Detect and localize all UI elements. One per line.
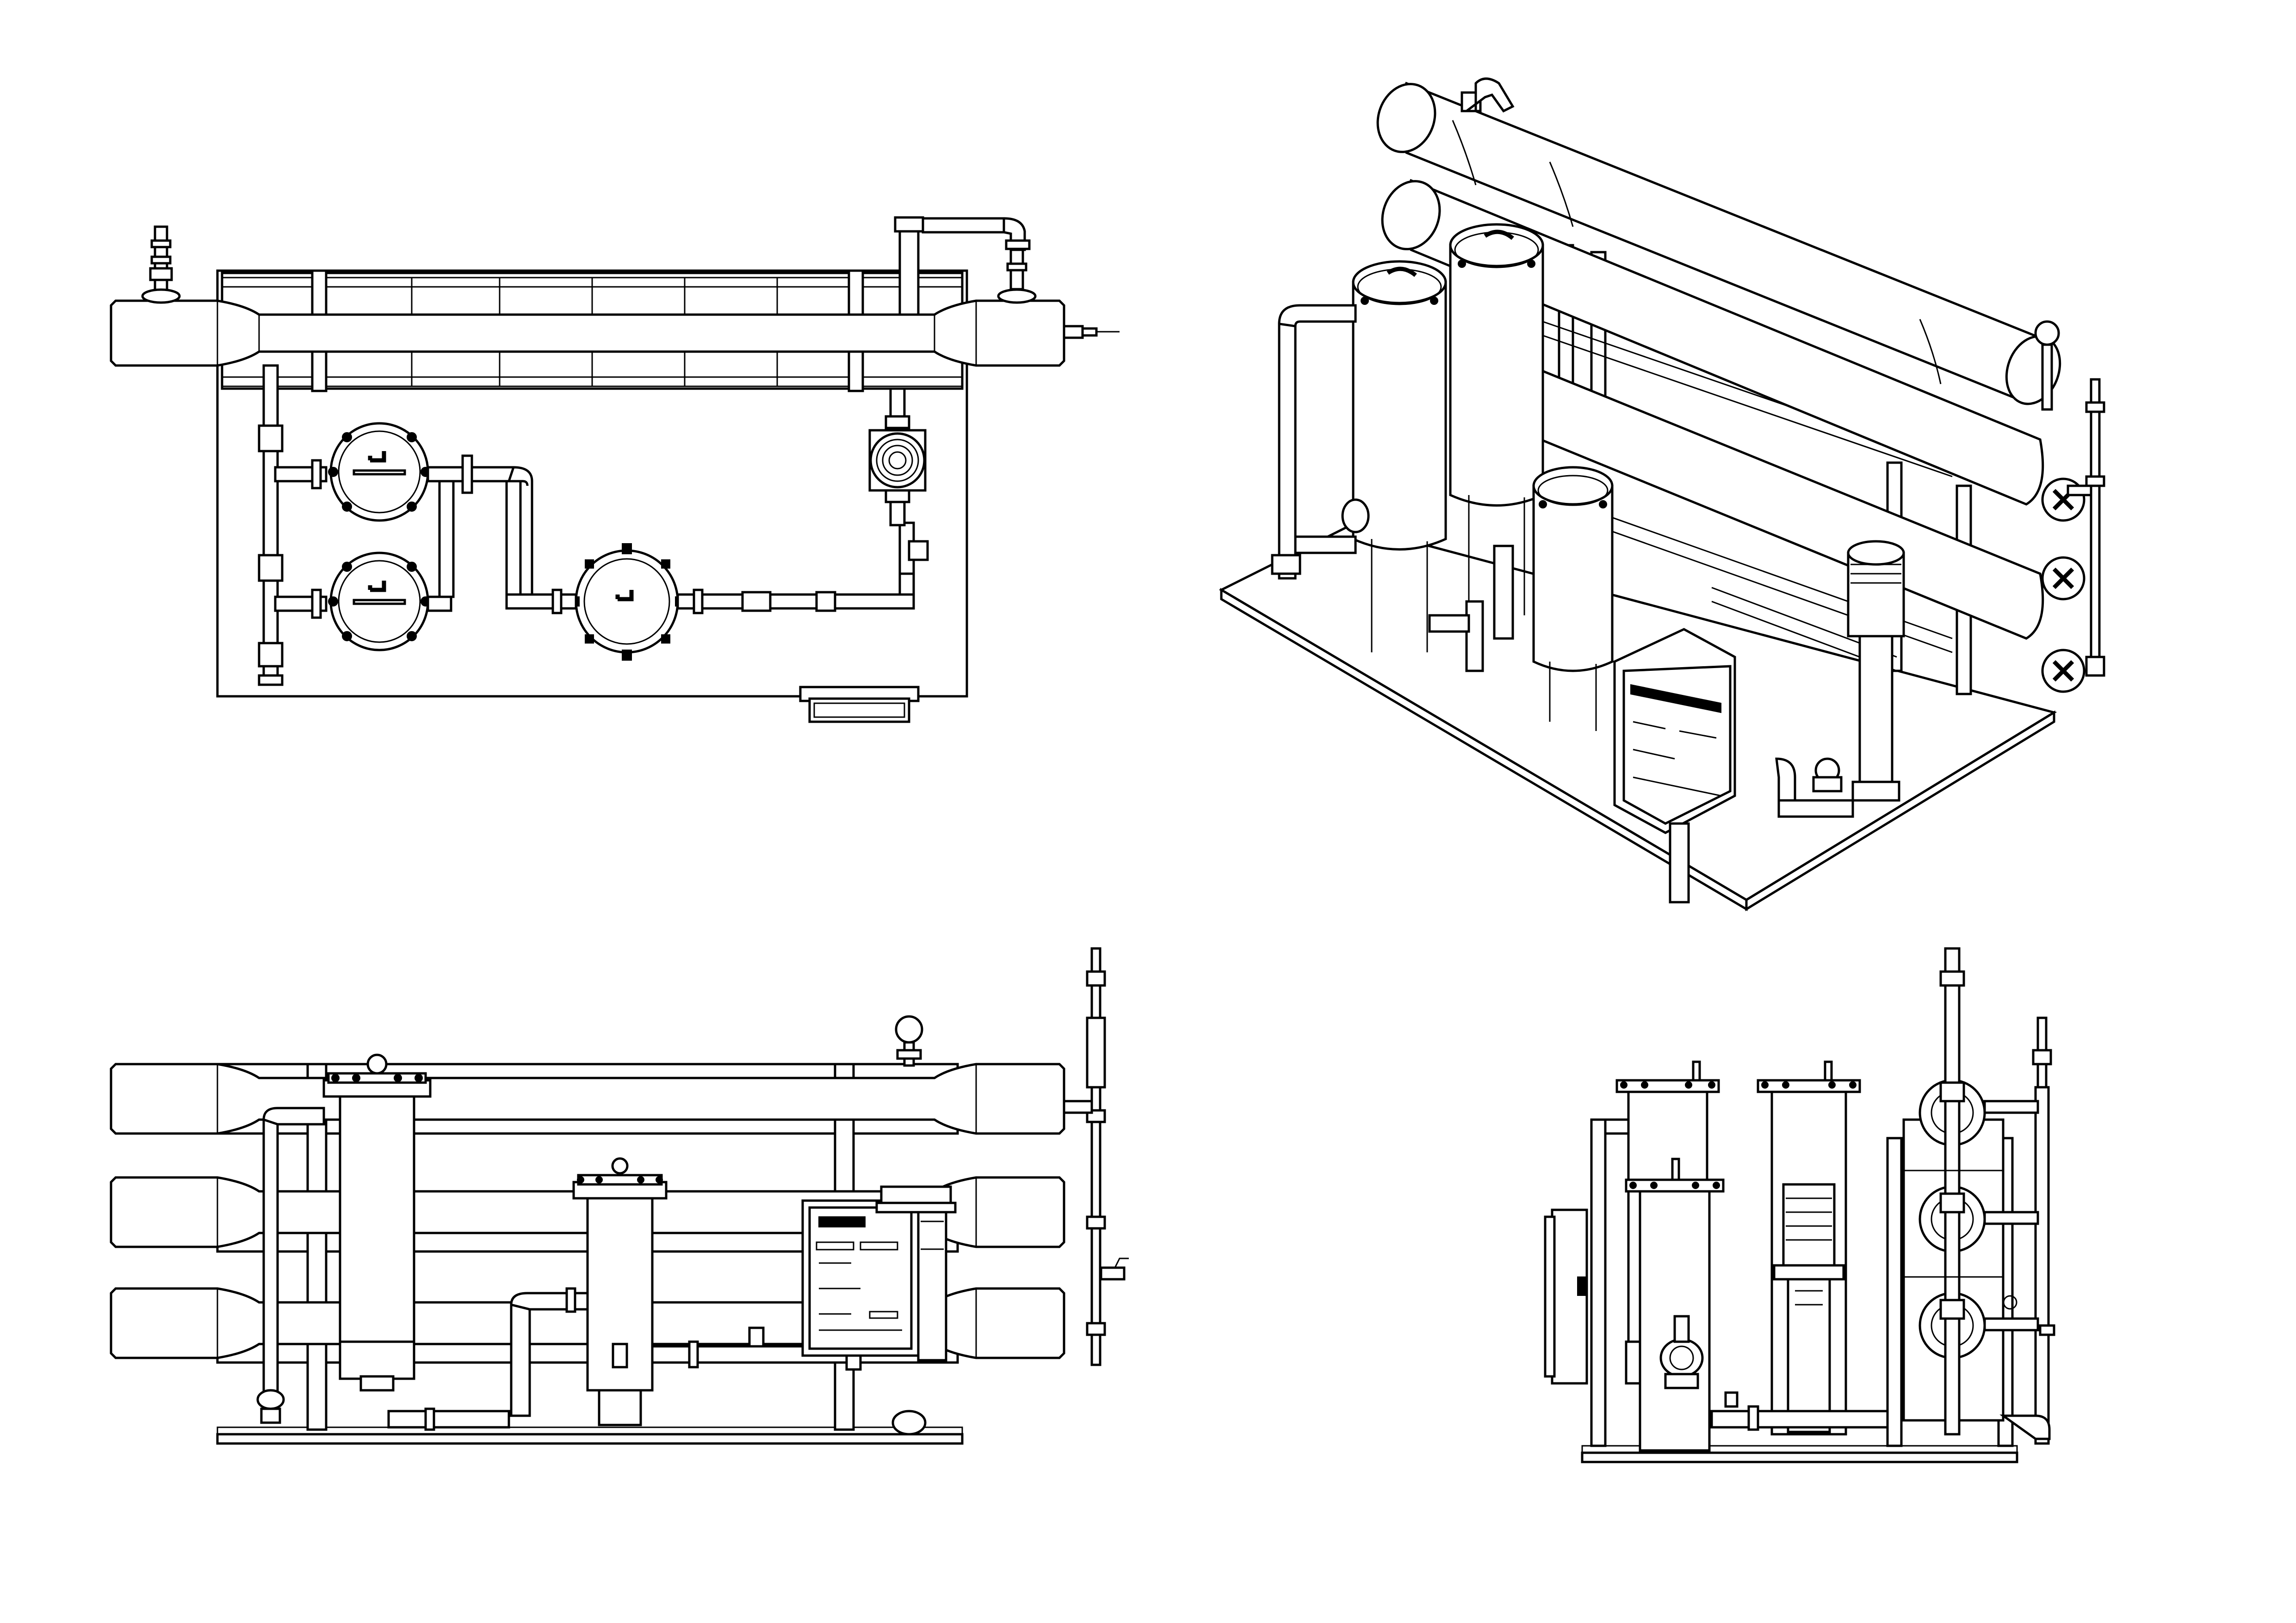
front-base-rail	[217, 1426, 963, 1435]
iso-hp-pump	[1775, 540, 1905, 818]
vessel-port-right	[997, 246, 1037, 304]
top-view	[110, 216, 1120, 723]
front-hp-pump	[875, 1185, 957, 1362]
vessel-port-left	[141, 225, 181, 304]
front-feed-loop	[510, 1287, 589, 1417]
iso-membrane-2	[1381, 179, 2086, 601]
iso-feed-pipe	[1271, 304, 1514, 672]
front-bag-filter	[322, 1053, 432, 1392]
iso-bag-filter-1	[1352, 260, 1447, 652]
iso-bag-filter-2	[1449, 223, 1544, 615]
feed-line-to-cartridge	[505, 480, 577, 614]
isometric-view	[1219, 77, 2105, 911]
iso-pressure-gauge	[2034, 320, 2105, 677]
side-membrane-ends	[1902, 947, 2005, 1436]
front-elevation	[110, 947, 1129, 1445]
iso-control-panel	[1613, 628, 1736, 904]
bag-filter-1-top	[328, 422, 431, 522]
bag-filter-2-top	[328, 551, 431, 651]
front-base-plate	[216, 1433, 964, 1445]
feed-inlet-top	[258, 674, 284, 686]
hp-pump-top	[868, 387, 927, 527]
side-base-rail	[1581, 1445, 2018, 1454]
front-right-riser	[1063, 947, 1129, 1366]
feed-pipe-left	[258, 364, 328, 677]
front-control-panel	[801, 1199, 920, 1357]
permeate-outlet	[1063, 325, 1120, 339]
control-panel-top	[799, 686, 920, 723]
pump-suction-line	[676, 521, 929, 614]
side-right-riser	[1983, 1016, 2055, 1445]
side-enclosure	[1544, 1208, 1588, 1385]
concentrate-pipe-top	[894, 216, 1031, 316]
membrane-vessel-top	[110, 299, 1065, 367]
front-left-pipe	[256, 1107, 510, 1431]
side-elevation	[1544, 947, 2055, 1463]
side-bag-filter-front	[1625, 1158, 1725, 1452]
cartridge-filter-top	[569, 543, 686, 661]
iso-concentrate-pipe	[1461, 77, 1515, 113]
side-base-plate	[1581, 1451, 2018, 1463]
iso-cartridge-filter	[1532, 466, 1614, 731]
side-hp-pump	[1773, 1183, 1845, 1433]
front-pressure-gauge	[895, 1015, 923, 1067]
front-cartridge-filter	[572, 1157, 668, 1426]
side-valve-lower	[1625, 1315, 1889, 1431]
